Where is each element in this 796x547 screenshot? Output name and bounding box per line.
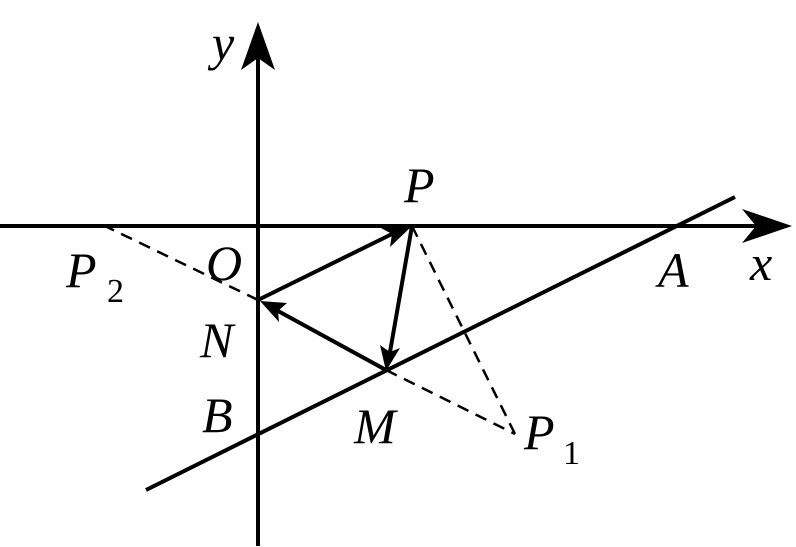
- point-label-o: O: [206, 235, 242, 291]
- point-label-p2: P: [65, 242, 97, 298]
- arrowhead-at-p: [381, 226, 412, 247]
- y-axis-arrow: [241, 22, 275, 70]
- dashed-n-p2: [104, 224, 259, 302]
- line-ab: [145, 195, 736, 492]
- point-label-p1-subscript: 1: [563, 435, 580, 472]
- arrowhead-at-n: [260, 301, 287, 322]
- point-label-p2-subscript: 2: [107, 273, 124, 310]
- point-label-p1: P: [523, 404, 555, 460]
- point-label-a: A: [655, 242, 689, 298]
- dashed-m-p1: [385, 368, 516, 436]
- segment-p-to-m: [388, 225, 414, 353]
- point-label-m: M: [353, 398, 398, 454]
- segment-m-to-n: [277, 309, 387, 372]
- segment-n-to-p: [257, 232, 393, 302]
- arrowhead-at-m: [380, 345, 400, 371]
- x-axis-arrow: [742, 209, 792, 243]
- point-label-b: B: [202, 387, 233, 443]
- point-label-n: N: [199, 312, 236, 368]
- point-label-p: P: [403, 157, 435, 213]
- axis-label-y: y: [207, 15, 235, 71]
- axis-label-x: x: [749, 235, 772, 291]
